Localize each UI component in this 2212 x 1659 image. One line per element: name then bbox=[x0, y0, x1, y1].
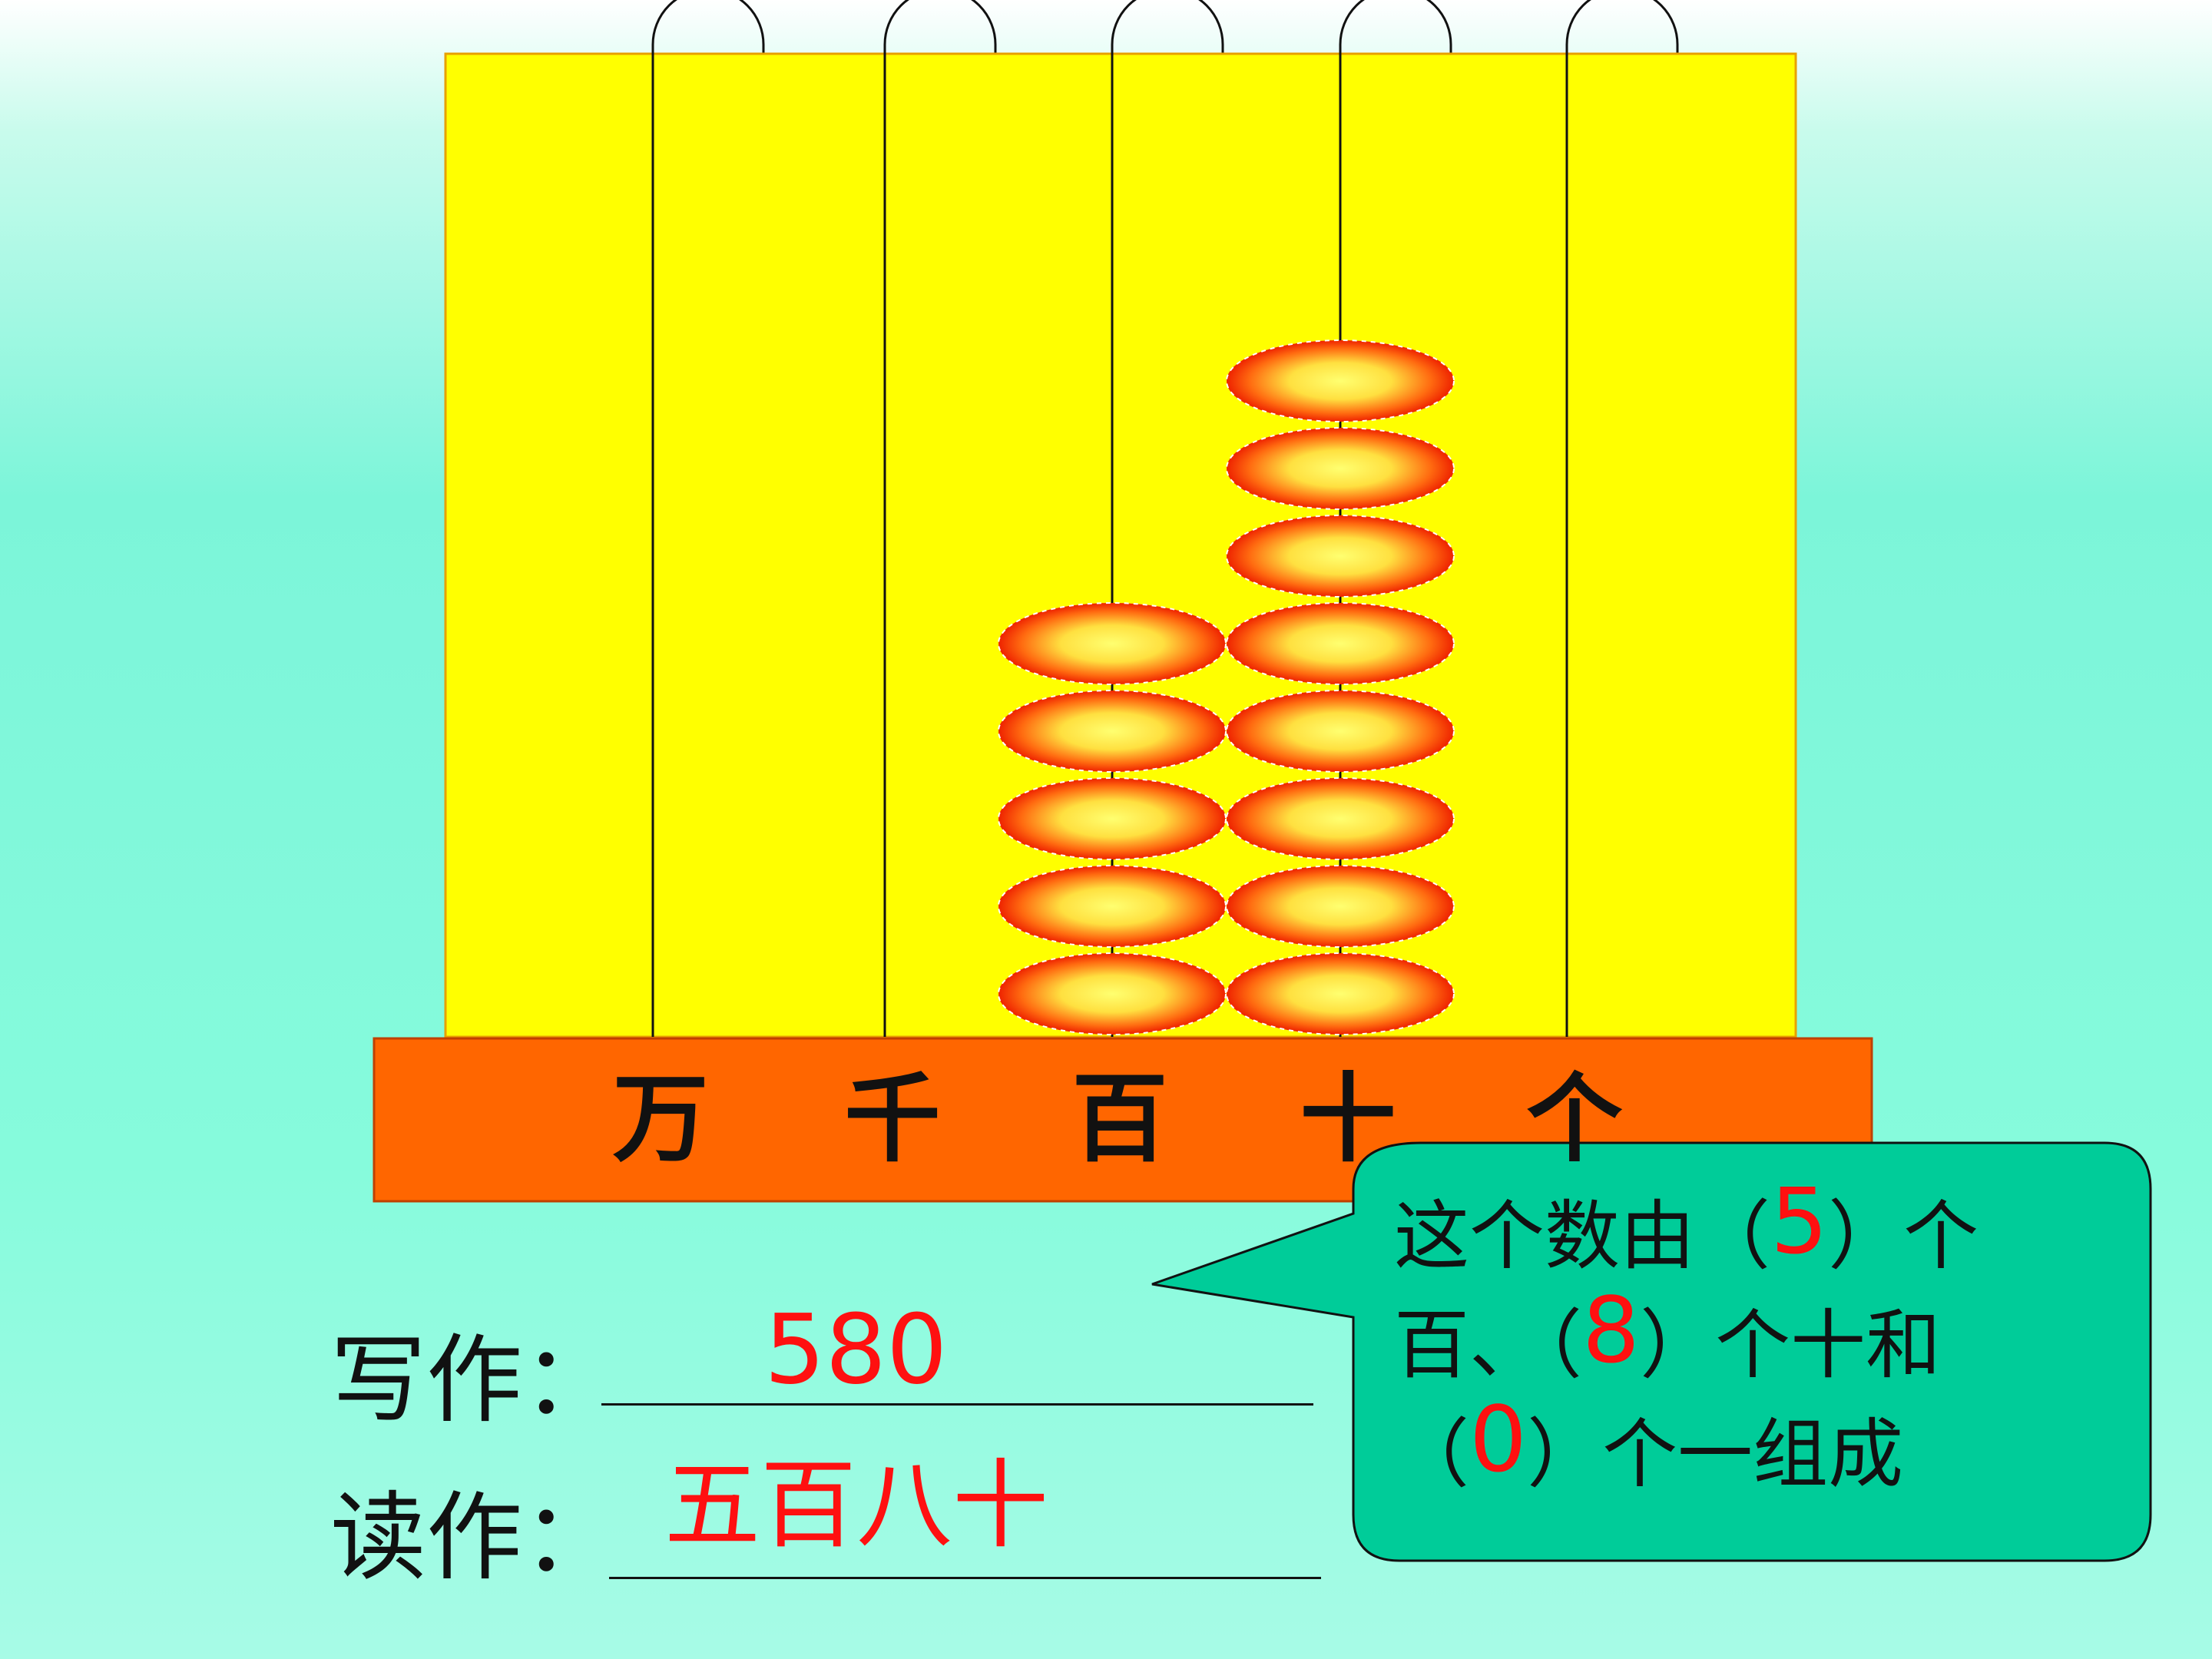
rod-loop-bai bbox=[1111, 0, 1224, 54]
bead-bai[interactable] bbox=[998, 865, 1227, 948]
bead-shi[interactable] bbox=[1226, 427, 1455, 510]
write-answer: 580 bbox=[764, 1294, 948, 1406]
bead-shi[interactable] bbox=[1226, 865, 1455, 948]
rod-loop-shi bbox=[1339, 0, 1452, 54]
bubble-line-2: 百、（8）个十和 bbox=[1394, 1279, 2085, 1397]
ones-count: 0 bbox=[1469, 1386, 1528, 1492]
write-prompt: 写作： bbox=[330, 1325, 618, 1436]
tens-count: 8 bbox=[1582, 1277, 1641, 1383]
bead-bai[interactable] bbox=[998, 602, 1227, 685]
place-label-shi: 十 bbox=[1300, 1063, 1396, 1175]
bead-bai[interactable] bbox=[998, 777, 1227, 860]
bead-shi[interactable] bbox=[1226, 952, 1455, 1035]
place-label-bai: 百 bbox=[1071, 1063, 1168, 1175]
bubble-text: 这个数由（5）个 百、（8）个十和 （0）个一组成 bbox=[1394, 1170, 2085, 1506]
bead-shi[interactable] bbox=[1226, 777, 1455, 860]
place-label-wan: 万 bbox=[612, 1063, 709, 1175]
write-answer-line bbox=[601, 1403, 1313, 1406]
abacus-beads bbox=[998, 339, 1455, 1035]
bubble-line-2-suffix: ）个十和 bbox=[1640, 1302, 1942, 1389]
bubble-line-1-suffix: ）个 bbox=[1828, 1193, 1979, 1280]
read-answer-line bbox=[609, 1577, 1321, 1579]
bubble-line-3: （0）个一组成 bbox=[1394, 1388, 2085, 1506]
bubble-line-3-suffix: ）个一组成 bbox=[1527, 1411, 1904, 1498]
bead-shi[interactable] bbox=[1226, 690, 1455, 773]
bead-shi[interactable] bbox=[1226, 602, 1455, 685]
rod-loop-wan bbox=[651, 0, 765, 54]
read-prompt: 读作： bbox=[330, 1482, 618, 1594]
rod-loops bbox=[651, 0, 1679, 54]
bubble-line-1: 这个数由（5）个 bbox=[1394, 1170, 2085, 1288]
speech-bubble bbox=[1151, 1141, 2152, 1562]
bubble-line-1-prefix: 这个数由（ bbox=[1394, 1193, 1771, 1280]
bubble-line-3-prefix: （ bbox=[1394, 1411, 1470, 1498]
place-label-qian: 千 bbox=[844, 1063, 941, 1175]
rod-loop-qian bbox=[883, 0, 997, 54]
bead-bai[interactable] bbox=[998, 952, 1227, 1035]
read-answer: 五百八十 bbox=[664, 1450, 1048, 1561]
bead-shi[interactable] bbox=[1226, 515, 1455, 598]
bead-bai[interactable] bbox=[998, 690, 1227, 773]
place-label-ge: 个 bbox=[1526, 1063, 1623, 1175]
hundreds-count: 5 bbox=[1770, 1168, 1829, 1274]
bead-shi[interactable] bbox=[1226, 339, 1455, 422]
rod-loop-ge bbox=[1565, 0, 1679, 54]
bubble-line-2-prefix: 百、（ bbox=[1394, 1302, 1583, 1389]
